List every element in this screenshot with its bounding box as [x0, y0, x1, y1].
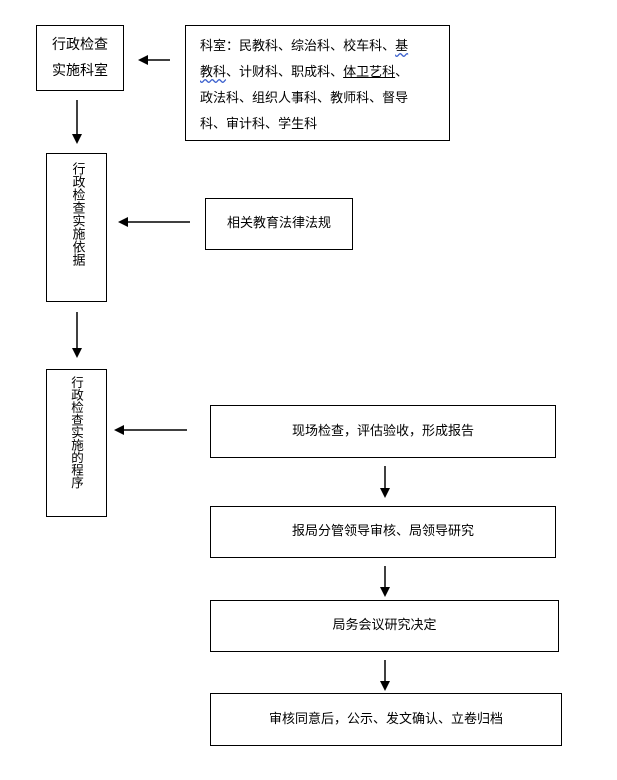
- dept-10: 教师科: [330, 91, 370, 106]
- sep: 、: [278, 65, 292, 80]
- step-2-box: 报局分管领导审核、局领导研究: [210, 506, 556, 558]
- sep: 、: [369, 91, 383, 106]
- sep: 、: [330, 39, 344, 54]
- step-3-box: 局务会议研究决定: [210, 600, 559, 652]
- laws-label: 相关教育法律法规: [226, 216, 331, 231]
- dept-8: 政法科: [200, 91, 240, 106]
- sep: 、: [278, 39, 292, 54]
- inspection-office-box: 行政检查 实施科室: [36, 25, 124, 91]
- sep: 、: [226, 65, 240, 80]
- sep: 、: [395, 65, 409, 80]
- sep: 、: [317, 91, 331, 106]
- dept-11-part1: 督导: [382, 91, 409, 106]
- departments-prefix: 科室：: [200, 39, 240, 54]
- dept-1: 民教科: [239, 39, 279, 54]
- dept-13: 学生科: [278, 117, 318, 132]
- office-line-2: 实施科室: [52, 63, 108, 79]
- dept-6: 职成科: [291, 65, 331, 80]
- dept-11-part2: 科: [200, 117, 214, 132]
- dept-12: 审计科: [226, 117, 266, 132]
- sep: 、: [239, 91, 253, 106]
- departments-box: 科室：民教科、综治科、校车科、基 教科、计财科、职成科、体卫艺科、 政法科、组织…: [185, 25, 450, 141]
- sep: 、: [382, 39, 396, 54]
- step-2-label: 报局分管领导审核、局领导研究: [291, 524, 474, 539]
- dept-7: 体卫艺科: [343, 65, 396, 80]
- laws-box: 相关教育法律法规: [205, 198, 353, 250]
- inspection-procedure-box: 行政检查实施的程序: [46, 369, 107, 517]
- inspection-basis-box: 行政检查实施依据: [46, 153, 107, 302]
- step-1-label: 现场检查，评估验收，形成报告: [291, 423, 474, 439]
- dept-4-part2: 教科: [200, 65, 227, 80]
- sep: 、: [213, 117, 227, 132]
- step-3-label: 局务会议研究决定: [332, 618, 437, 633]
- sep: 、: [265, 117, 279, 132]
- step-4-label: 审核同意后，公示、发文确认、立卷归档: [268, 711, 503, 727]
- step-1-box: 现场检查，评估验收，形成报告: [210, 405, 556, 458]
- inspection-basis-label: 行政检查实施依据: [69, 162, 85, 266]
- dept-9: 组织人事科: [252, 91, 318, 106]
- step-4-box: 审核同意后，公示、发文确认、立卷归档: [210, 693, 562, 746]
- dept-3: 校车科: [343, 39, 383, 54]
- inspection-procedure-label: 行政检查实施的程序: [69, 376, 84, 489]
- dept-5: 计财科: [239, 65, 279, 80]
- office-line-1: 行政检查: [52, 37, 108, 53]
- dept-4-part1: 基: [395, 39, 409, 54]
- sep: 、: [330, 65, 344, 80]
- dept-2: 综治科: [291, 39, 331, 54]
